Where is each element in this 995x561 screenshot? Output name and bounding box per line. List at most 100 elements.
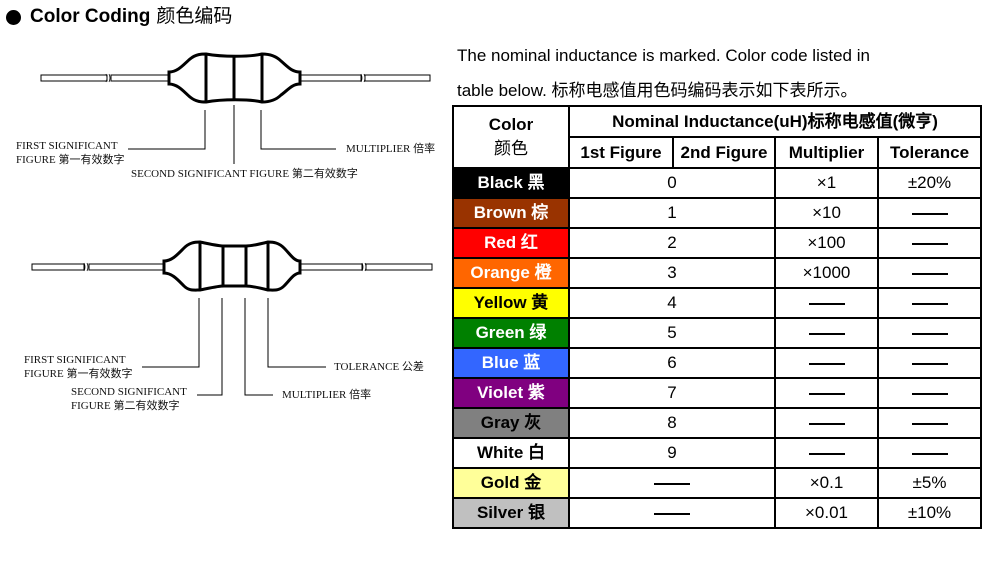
header-1st-figure: 1st Figure <box>568 136 674 169</box>
figure-cell <box>568 497 776 529</box>
header-color-en: Color <box>488 115 534 134</box>
label-line: FIGURE 第一有效数字 <box>24 368 133 380</box>
dash-placeholder <box>911 452 948 455</box>
label-line: SECOND SIGNIFICANT <box>71 386 187 398</box>
tolerance-cell: ±20% <box>877 167 982 199</box>
dash-placeholder <box>654 512 690 515</box>
color-cell: Yellow 黄 <box>452 287 570 319</box>
figure-cell: 9 <box>568 437 776 469</box>
label-tolerance: TOLERANCE 公差 <box>334 361 424 373</box>
label-second-significant-figure: SECOND SIGNIFICANT FIGURE 第二有效数字 <box>71 385 187 413</box>
tolerance-cell <box>877 257 982 289</box>
label-line: FIGURE 第二有效数字 <box>71 400 180 412</box>
color-code-table: Color 颜色 Nominal Inductance(uH)标称电感值(微亨)… <box>452 105 982 529</box>
tolerance-cell: ±5% <box>877 467 982 499</box>
multiplier-cell <box>774 287 879 319</box>
multiplier-cell: ×0.01 <box>774 497 879 529</box>
multiplier-cell: ×0.1 <box>774 467 879 499</box>
figure-cell: 2 <box>568 227 776 259</box>
label-line: FIRST SIGNIFICANT <box>16 140 118 152</box>
color-cell: Gray 灰 <box>452 407 570 439</box>
tolerance-cell <box>877 287 982 319</box>
header-2nd-figure: 2nd Figure <box>672 136 776 169</box>
dash-placeholder <box>911 362 948 365</box>
dash-placeholder <box>808 302 845 305</box>
tolerance-cell: ±10% <box>877 497 982 529</box>
multiplier-cell: ×1000 <box>774 257 879 289</box>
header-tolerance: Tolerance <box>877 136 982 169</box>
figure-cell: 4 <box>568 287 776 319</box>
table-subheader-row: 1st Figure 2nd Figure Multiplier Toleran… <box>453 136 982 169</box>
label-line: FIRST SIGNIFICANT <box>24 354 126 366</box>
four-band-inductor-drawing <box>31 240 433 396</box>
dash-placeholder <box>654 482 690 485</box>
dash-placeholder <box>808 332 845 335</box>
intro-text: The nominal inductance is marked. Color … <box>457 38 987 108</box>
color-cell: Gold 金 <box>452 467 570 499</box>
label-first-significant-figure: FIRST SIGNIFICANT FIGURE 第一有效数字 <box>16 139 124 167</box>
multiplier-cell <box>774 347 879 379</box>
color-cell: White 白 <box>452 437 570 469</box>
color-cell: Silver 银 <box>452 497 570 529</box>
dash-placeholder <box>808 422 845 425</box>
multiplier-cell <box>774 377 879 409</box>
dash-placeholder <box>808 452 845 455</box>
multiplier-cell: ×100 <box>774 227 879 259</box>
multiplier-cell <box>774 407 879 439</box>
section-title: Color Coding 颜色编码 <box>6 4 232 30</box>
bullet-icon <box>6 9 21 25</box>
header-nominal-inductance: Nominal Inductance(uH)标称电感值(微亨) <box>568 105 982 138</box>
header-color: Color 颜色 <box>452 105 570 169</box>
color-cell: Red 红 <box>452 227 570 259</box>
multiplier-cell <box>774 317 879 349</box>
figure-cell: 8 <box>568 407 776 439</box>
header-multiplier: Multiplier <box>774 136 879 169</box>
title-en: Color Coding <box>30 6 151 27</box>
table-header-row: Color 颜色 Nominal Inductance(uH)标称电感值(微亨) <box>452 105 982 169</box>
figure-cell: 5 <box>568 317 776 349</box>
title-cn: 颜色编码 <box>156 6 233 27</box>
tolerance-cell <box>877 347 982 379</box>
tolerance-cell <box>877 407 982 439</box>
label-line: FIGURE 第一有效数字 <box>16 154 125 166</box>
label-multiplier: MULTIPLIER 倍率 <box>282 389 372 401</box>
intro-line-1: The nominal inductance is marked. Color … <box>457 46 870 65</box>
multiplier-cell: ×1 <box>774 167 879 199</box>
color-cell: Violet 紫 <box>452 377 570 409</box>
label-first-significant-figure: FIRST SIGNIFICANT FIGURE 第一有效数字 <box>24 353 132 381</box>
dash-placeholder <box>911 302 948 305</box>
figure-cell: 1 <box>568 197 776 229</box>
table-row: Gold 金 ×0.1±5% <box>452 467 982 499</box>
color-cell: Orange 橙 <box>452 257 570 289</box>
color-cell: Black 黑 <box>452 167 570 199</box>
figure-cell: 0 <box>568 167 776 199</box>
dash-placeholder <box>808 392 845 395</box>
three-band-inductor-drawing <box>40 52 431 164</box>
multiplier-cell <box>774 437 879 469</box>
dash-placeholder <box>911 212 948 215</box>
label-second-significant-figure: SECOND SIGNIFICANT FIGURE 第二有效数字 <box>131 168 358 180</box>
dash-placeholder <box>911 332 948 335</box>
dash-placeholder <box>911 242 948 245</box>
dash-placeholder <box>808 362 845 365</box>
tolerance-cell <box>877 377 982 409</box>
intro-line-2: table below. 标称电感值用色码编码表示如下表所示。 <box>457 81 858 100</box>
tolerance-cell <box>877 317 982 349</box>
figure-cell <box>568 467 776 499</box>
dash-placeholder <box>911 392 948 395</box>
header-color-cn: 颜色 <box>494 139 528 158</box>
tolerance-cell <box>877 437 982 469</box>
label-multiplier: MULTIPLIER 倍率 <box>346 143 436 155</box>
resistor-diagrams <box>0 0 450 561</box>
